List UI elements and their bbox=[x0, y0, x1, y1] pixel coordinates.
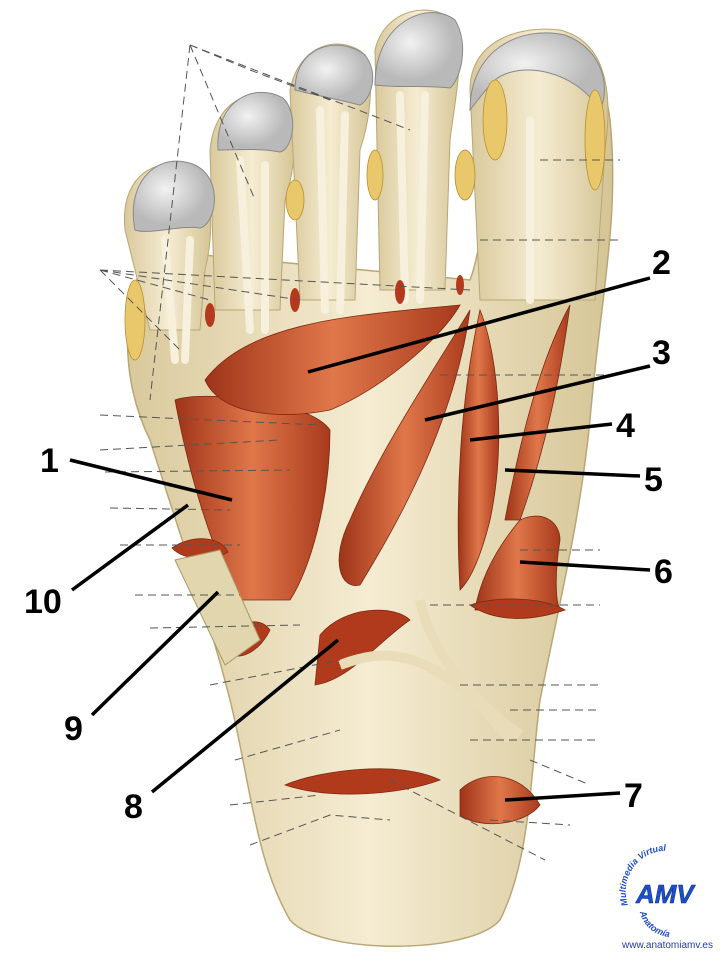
label-4: 4 bbox=[616, 407, 635, 445]
muscle-abductor-hallucis bbox=[474, 515, 561, 611]
muscle-flexor-hallucis-brevis-medial bbox=[504, 304, 571, 521]
long-flexor-tendons bbox=[338, 598, 523, 744]
dashed-pointer-lines bbox=[99, 44, 620, 861]
label-9: 9 bbox=[64, 710, 83, 748]
website-url: www.anatomiamv.es bbox=[622, 940, 713, 951]
muscle-adductor-hallucis-oblique bbox=[338, 309, 471, 586]
label-10: 10 bbox=[24, 583, 62, 621]
amv-logo: Multimedia Virtual Anatomía AMV bbox=[618, 843, 697, 940]
flexor-tendons bbox=[161, 91, 534, 364]
muscle-abductor-hallucis-origin bbox=[459, 776, 541, 825]
label-1: 1 bbox=[40, 442, 59, 480]
leader-lines bbox=[69, 276, 651, 802]
muscle-adductor-hallucis-transverse bbox=[204, 304, 461, 415]
label-5: 5 bbox=[644, 461, 663, 499]
muscle-flexor-hallucis-brevis-lateral bbox=[457, 308, 500, 591]
muscle-abductor-hallucis-cut bbox=[469, 598, 566, 619]
logo-amv-text: AMV bbox=[635, 879, 696, 909]
svg-text:Anatomía: Anatomía bbox=[638, 909, 671, 940]
calcaneus-block bbox=[174, 549, 261, 666]
label-3: 3 bbox=[652, 334, 671, 372]
muscles bbox=[171, 304, 571, 825]
label-2: 2 bbox=[652, 244, 671, 282]
label-7: 7 bbox=[624, 777, 643, 815]
number-labels: 1 2 3 4 5 6 7 8 9 10 bbox=[24, 244, 673, 826]
label-6: 6 bbox=[654, 553, 673, 591]
muscle-flexor-digitorum-brevis-stump bbox=[314, 609, 411, 686]
fat-tissue bbox=[124, 79, 606, 361]
label-8: 8 bbox=[124, 788, 143, 826]
muscle-heel-stump bbox=[283, 768, 442, 795]
